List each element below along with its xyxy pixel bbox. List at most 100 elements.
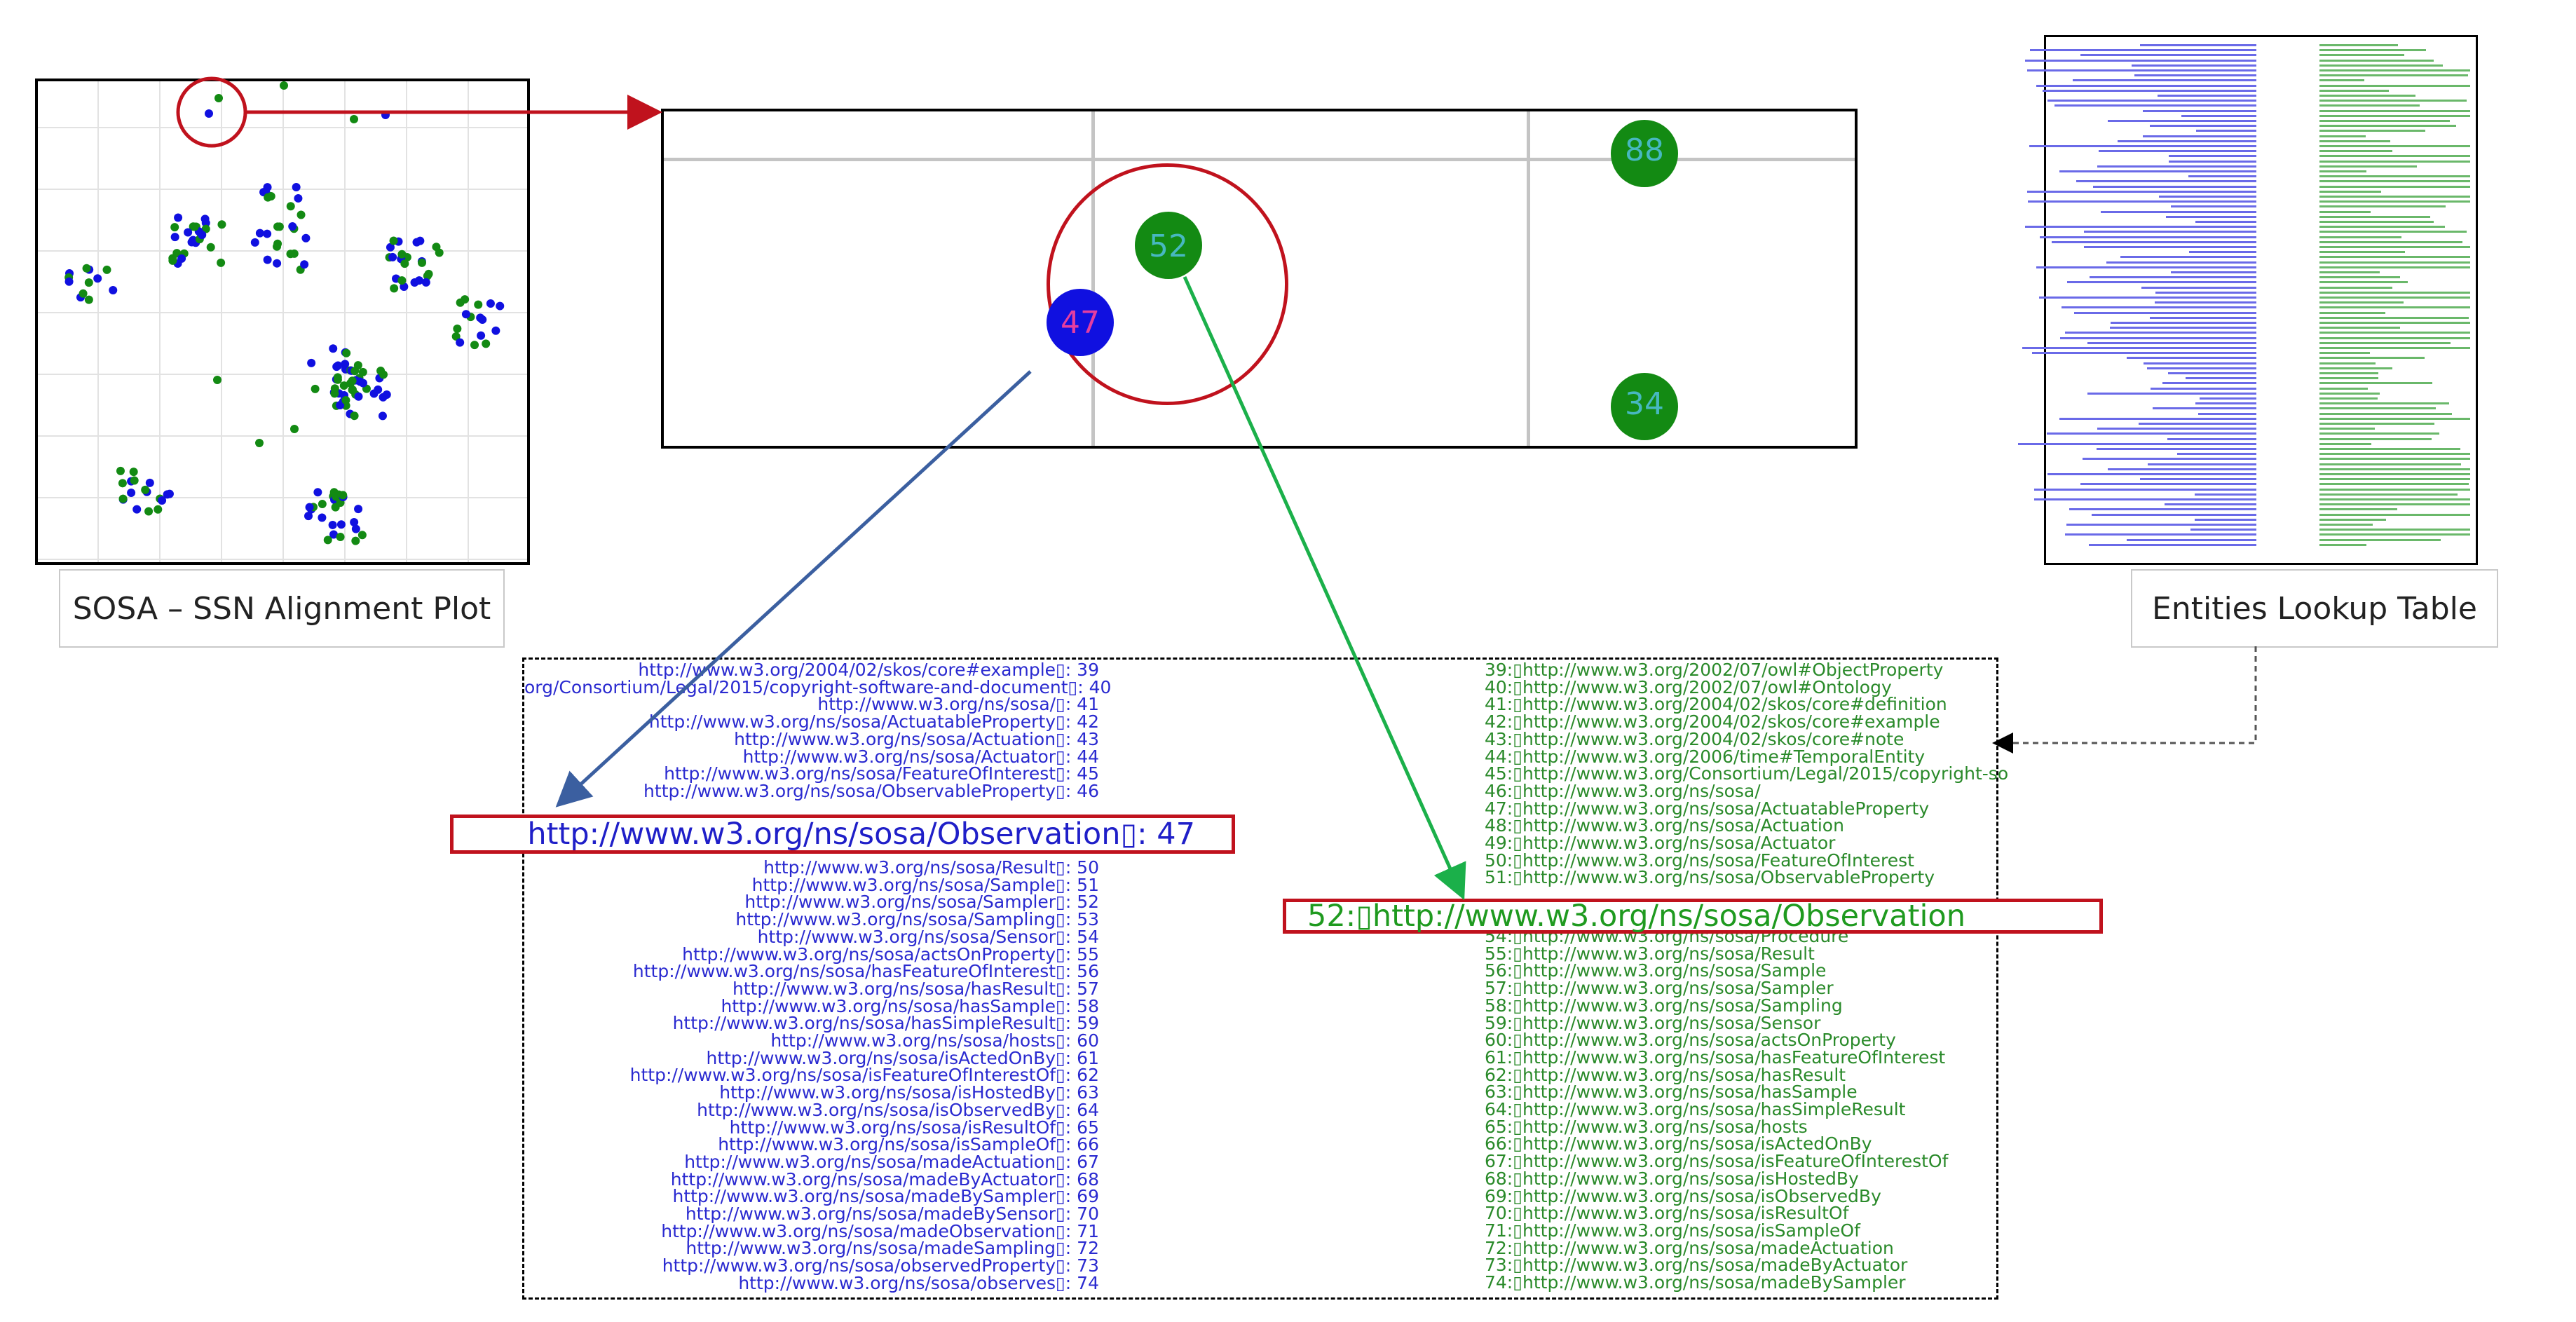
lookup-thumb-row [2319,160,2470,163]
lookup-thumb-row [2319,79,2365,82]
table-row: http://www.w3.org/ns/sosa/isObservedBy▯:… [697,1099,1099,1120]
scatter-point [273,239,282,248]
scatter-point [341,395,350,404]
table-row: 71:▯http://www.w3.org/ns/sosa/isSampleOf [1485,1220,1860,1241]
scatter-point [339,491,348,500]
table-row: http://www.w3.org/ns/sosa/isHostedBy▯: 6… [719,1082,1099,1103]
scatter-point [266,192,275,201]
lookup-thumb-row [2319,498,2470,500]
table-row: http://www.w3.org/ns/sosa/madeSampling▯:… [686,1238,1099,1259]
lookup-thumb-row [2319,493,2458,496]
scatter-point [350,517,359,526]
scatter-point [357,531,367,540]
lookup-thumb-row [2319,54,2404,57]
table-row: 64:▯http://www.w3.org/ns/sosa/hasSimpleR… [1485,1099,1906,1119]
table-row: 63:▯http://www.w3.org/ns/sosa/hasSample [1485,1082,1858,1103]
scatter-point [414,276,423,285]
lookup-thumb-row [2018,442,2256,445]
lookup-thumb-row [2158,196,2256,198]
gridline-horizontal [664,158,1855,161]
table-row: 60:▯http://www.w3.org/ns/sosa/actsOnProp… [1485,1030,1896,1051]
scatter-point [116,466,125,475]
lookup-thumb-row [2087,341,2256,344]
lookup-thumb-row [2319,170,2366,172]
lookup-thumb-row [2319,347,2470,349]
scatter-point [217,220,226,229]
scatter-point [330,384,339,393]
ssn-point-34[interactable] [1611,373,1678,440]
lookup-thumb-row [2118,139,2256,142]
lookup-thumb-row [2097,428,2256,430]
lookup-thumb-row [2139,44,2256,46]
scatter-point [388,252,397,261]
table-row: 42:▯http://www.w3.org/2004/02/skos/core#… [1485,711,1940,732]
scatter-point [144,507,154,516]
scatter-point [400,259,409,268]
scatter-point [263,183,272,192]
lookup-thumb-row [2108,120,2256,122]
lookup-thumb-row [2022,347,2256,349]
table-row: 48:▯http://www.w3.org/ns/sosa/Actuation [1485,815,1844,836]
table-row: 68:▯http://www.w3.org/ns/sosa/isHostedBy [1485,1168,1859,1189]
ssn-point-88[interactable] [1611,120,1678,187]
lookup-thumb-row [2319,448,2461,450]
scatter-point [378,411,387,421]
lookup-thumb-row [2166,215,2256,218]
lookup-thumb-row [2319,251,2406,254]
scatter-point [205,109,213,118]
scatter-point [214,94,223,102]
scatter-point [432,243,441,252]
lookup-thumb-row [2319,125,2457,128]
lookup-thumb-row [2319,352,2370,355]
sosa-point-47[interactable] [1047,289,1114,356]
scatter-point [491,326,500,335]
scatter-point [82,264,91,273]
scatter-point [177,254,186,263]
lookup-thumb-row [2319,357,2425,360]
scatter-point [389,236,398,245]
table-row: http://www.w3.org/ns/sosa/observes▯: 74 [738,1272,1099,1293]
table-row: http://www.w3.org/ns/sosa/isSampleOf▯: 6… [718,1134,1099,1155]
table-row: http://www.w3.org/ns/sosa/madeObservatio… [661,1220,1099,1241]
lookup-thumb-row [2319,271,2380,273]
lookup-thumb-row [2164,503,2256,506]
table-row: 67:▯http://www.w3.org/ns/sosa/isFeatureO… [1485,1151,1949,1172]
lookup-thumb-row [2134,74,2256,77]
scatter-point [168,256,177,265]
lookup-thumb-row [2319,145,2470,147]
lookup-thumb-row [2319,240,2462,243]
lookup-thumb-row [2185,377,2256,380]
lookup-thumb-row [2319,377,2379,380]
lookup-thumb-row [2089,543,2256,546]
lookup-thumb-row [2148,463,2256,465]
scatter-point [397,250,407,259]
lookup-thumb-row [2082,458,2256,461]
lookup-thumb-row [2155,301,2256,304]
lookup-thumb-row [2319,372,2378,374]
table-row: http://www.w3.org/ns/sosa/Actuation▯: 43 [734,728,1099,749]
scatter-point [350,115,358,123]
lookup-connector-arrow [1992,646,2257,754]
scatter-point [201,224,210,233]
scatter-point [130,476,139,485]
lookup-thumb-row [2319,139,2391,142]
scatter-point [201,219,210,228]
lookup-thumb-row [2319,266,2470,268]
lookup-thumb-row [2319,180,2470,183]
scatter-point [311,384,320,393]
scatter-point [374,385,383,394]
scatter-point [294,193,303,203]
scatter-point [336,400,345,409]
lookup-thumb-row [2039,236,2256,238]
scatter-point [300,260,309,269]
lookup-thumb-row [2065,533,2256,536]
table-row: http://www.w3.org/ns/sosa/▯: 41 [817,694,1099,715]
table-row: http://www.w3.org/ns/sosa/ObservableProp… [643,780,1099,801]
lookup-thumb-row [2143,135,2256,137]
lookup-thumb-row [2140,478,2256,481]
ssn-point-52[interactable] [1135,212,1202,279]
scatter-point [165,489,174,498]
lookup-thumb-row [2319,311,2386,314]
lookup-thumb-row [2319,387,2369,390]
lookup-thumb-row [2106,261,2256,264]
